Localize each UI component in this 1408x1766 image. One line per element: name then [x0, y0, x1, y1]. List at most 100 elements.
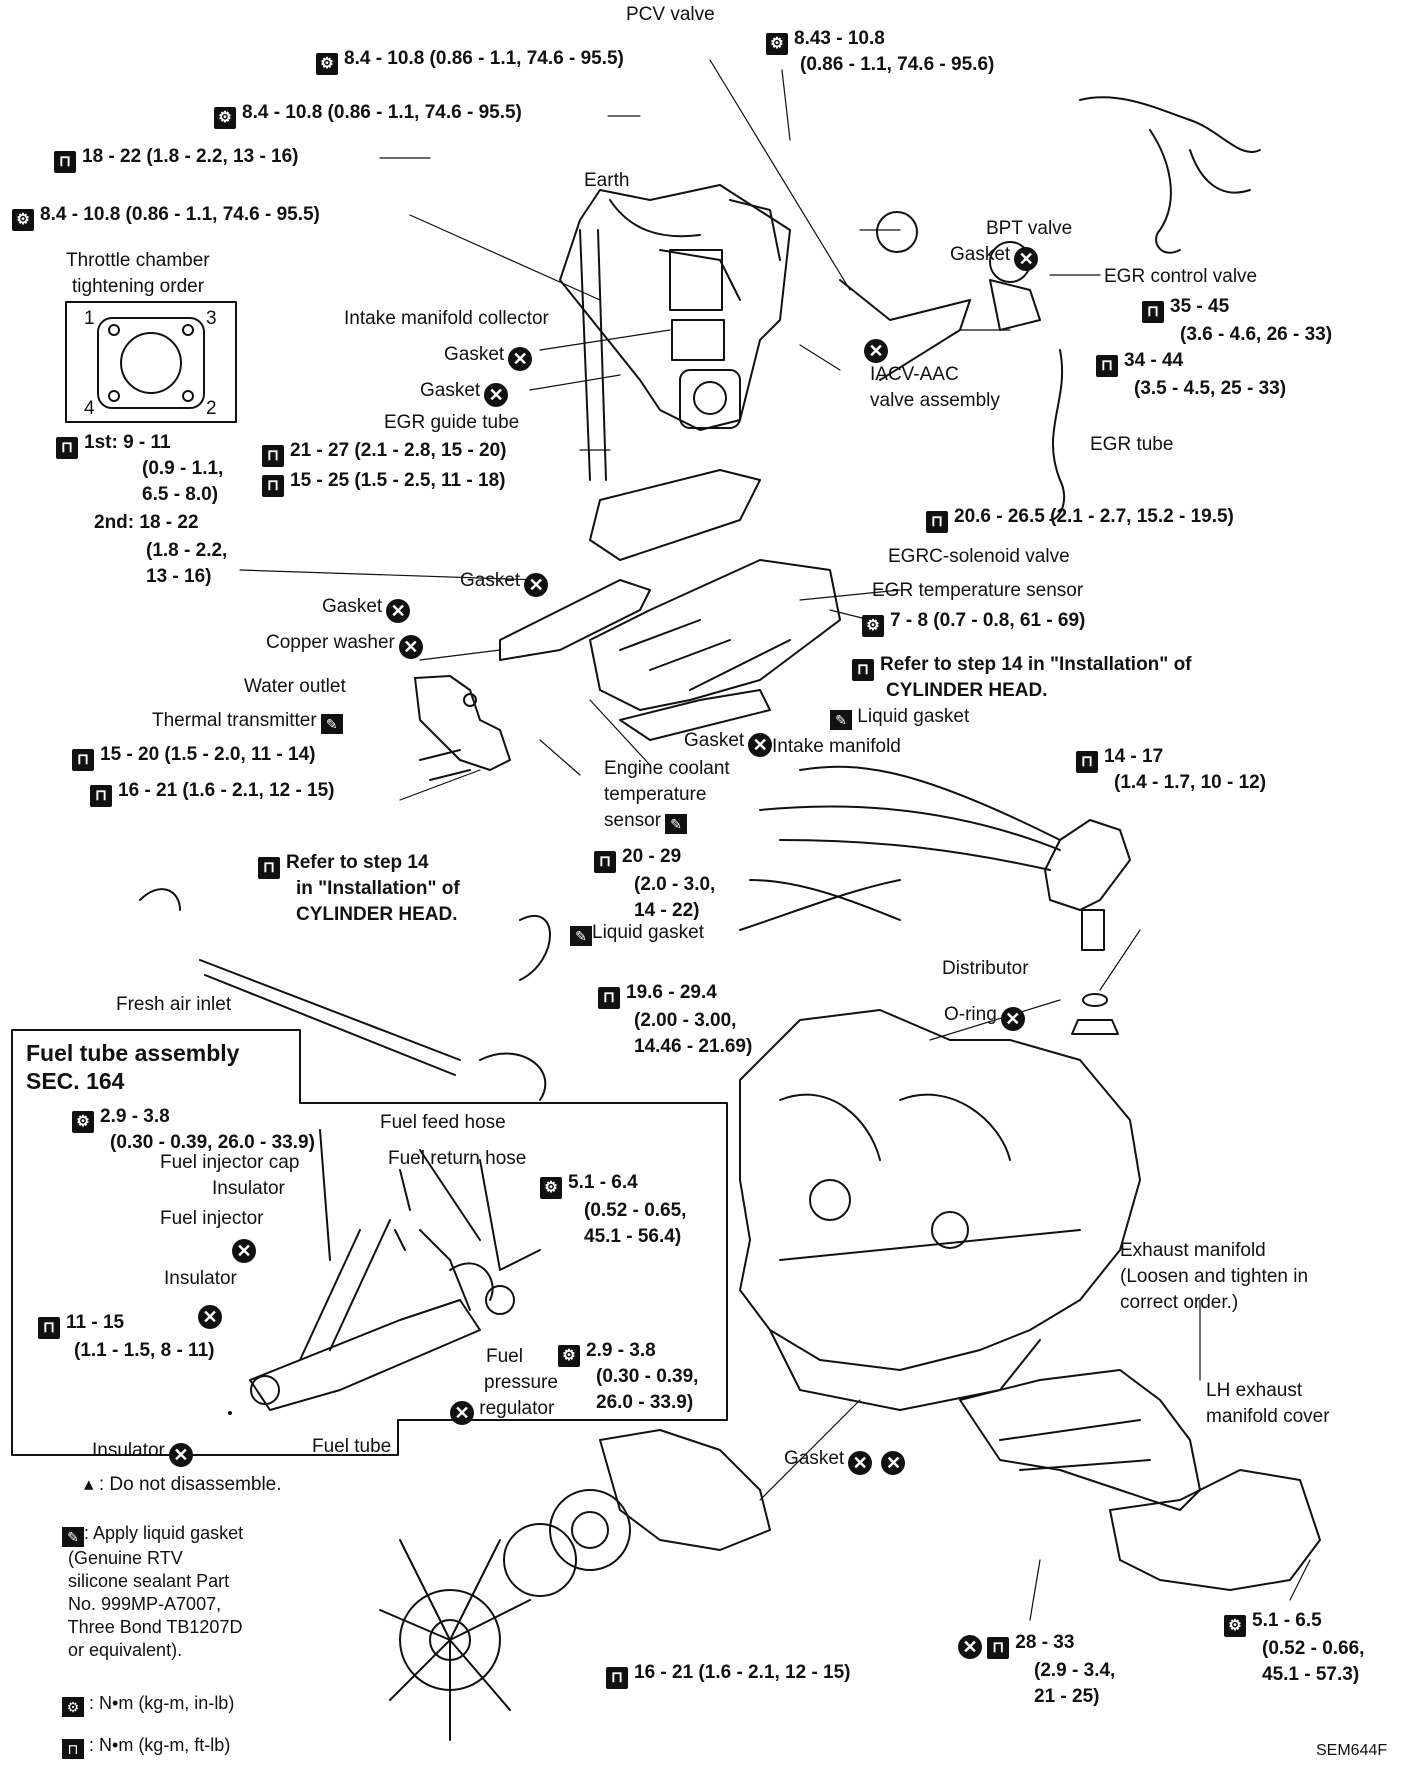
- ect-label-3: sensor✎: [604, 810, 688, 834]
- fresh-air-inlet-label: Fresh air inlet: [116, 994, 232, 1015]
- gasket-label-4: Gasket✕: [322, 596, 411, 623]
- pcv-valve-label: PCV valve: [626, 4, 715, 25]
- replace-icon: ✕: [958, 1635, 982, 1659]
- intake-manifold-drawing: [499, 469, 841, 741]
- copper-washer-label: Copper washer✕: [266, 632, 423, 659]
- fuel-pressure-label-1: Fuel: [486, 1346, 523, 1367]
- torque-spec-7: ⊓34 - 44: [1096, 350, 1183, 377]
- nm-ft-lb-icon: ⊓: [1096, 355, 1118, 377]
- torque-spec-13: ⊓16 - 21 (1.6 - 2.1, 12 - 15): [90, 780, 335, 807]
- fresh-air-inlet-drawing: [139, 888, 551, 1101]
- torque-spec-4: ⊓18 - 22 (1.8 - 2.2, 13 - 16): [54, 146, 299, 173]
- torque-spec-16b: (2.00 - 3.00,: [634, 1010, 737, 1031]
- torque-spec-22: ✕ ⊓28 - 33: [954, 1632, 1074, 1659]
- gasket-label-1: Gasket✕: [444, 344, 533, 371]
- do-not-disassemble-label: ▴ : Do not disassemble.: [84, 1474, 282, 1495]
- replace-icon: ✕: [386, 599, 411, 623]
- nm-in-lb-icon: ⚙: [12, 209, 34, 231]
- fuel-tube-label: Fuel tube: [312, 1436, 392, 1457]
- nm-in-lb-icon: ⚙: [862, 615, 884, 637]
- gasket-label-5: Gasket✕: [684, 730, 773, 757]
- throttle-2nd-spec-c: 13 - 16): [146, 566, 212, 587]
- nm-ft-lb-icon: ⊓: [38, 1317, 60, 1339]
- dot-icon: ▴: [84, 1474, 99, 1495]
- torque-spec-8: ⊓21 - 27 (2.1 - 2.8, 15 - 20): [262, 440, 507, 467]
- liquid-gasket-icon: ✎: [320, 714, 343, 734]
- engine-block-drawing: [739, 1009, 1141, 1411]
- leader-lines: [239, 59, 1311, 1621]
- torque-spec-2: ⚙8.43 - 10.8: [766, 28, 885, 55]
- lh-cover-label-2: manifold cover: [1206, 1406, 1330, 1427]
- nm-ft-lb-icon: ⊓: [54, 151, 76, 173]
- throttle-2nd-spec: 2nd: 18 - 22: [94, 512, 199, 533]
- torque-spec-21b: (0.52 - 0.66,: [1262, 1638, 1365, 1659]
- torque-spec-14b: (1.4 - 1.7, 10 - 12): [1114, 772, 1267, 793]
- wiring-harness-drawing: [1079, 96, 1261, 254]
- fuel-feed-hose-label: Fuel feed hose: [380, 1112, 506, 1133]
- torque-spec-6: ⊓35 - 45: [1142, 296, 1229, 323]
- nm-ft-lb-icon: ⊓: [62, 1739, 84, 1759]
- exhaust-manifold-label-2: (Loosen and tighten in: [1120, 1266, 1309, 1287]
- refer-cylinder-head-1b: CYLINDER HEAD.: [886, 680, 1048, 701]
- fuel-pressure-label-3: ✕ regulator: [446, 1398, 554, 1425]
- exhaust-manifold-drawing: [959, 1369, 1321, 1591]
- fuel-injector-replace: ✕: [228, 1236, 256, 1263]
- nm-in-lb-icon: ⚙: [62, 1697, 84, 1717]
- water-pump-fan-drawing: [379, 1429, 771, 1741]
- throttle-1st-spec-c: 6.5 - 8.0): [142, 484, 219, 505]
- insulator-replace: ✕: [194, 1302, 222, 1329]
- torque-spec-7b: (3.5 - 4.5, 25 - 33): [1134, 378, 1287, 399]
- nm-in-lb-icon: ⚙: [214, 107, 236, 129]
- liquid-gasket-icon: ✎: [665, 814, 688, 834]
- seq-1: 1: [84, 308, 95, 329]
- legend-liquid-gasket: ✎: Apply liquid gasket (Genuine RTV sili…: [58, 1522, 243, 1662]
- gasket-label-3: Gasket✕: [460, 570, 549, 597]
- nm-ft-lb-icon: ⊓: [72, 749, 94, 771]
- torque-spec-18b: (0.52 - 0.65,: [584, 1200, 687, 1221]
- torque-spec-5: ⚙8.4 - 10.8 (0.86 - 1.1, 74.6 - 95.5): [12, 204, 320, 231]
- torque-spec-12: ⊓15 - 20 (1.5 - 2.0, 11 - 14): [72, 744, 315, 771]
- bpt-valve-label: BPT valve: [986, 218, 1073, 239]
- torque-spec-21: ⚙5.1 - 6.5: [1224, 1610, 1322, 1637]
- torque-spec-10: ⊓20.6 - 26.5 (2.1 - 2.7, 15.2 - 19.5): [926, 506, 1234, 533]
- nm-ft-lb-icon: ⊓: [594, 851, 616, 873]
- earth-label: Earth: [584, 170, 630, 191]
- replace-icon: ✕: [450, 1401, 474, 1425]
- refer-cylinder-head-2: ⊓Refer to step 14: [258, 852, 429, 879]
- liquid-gasket-label-2: ✎Liquid gasket: [566, 922, 704, 946]
- torque-spec-2b: (0.86 - 1.1, 74.6 - 95.6): [800, 54, 995, 75]
- nm-in-lb-icon: ⚙: [1224, 1615, 1246, 1637]
- replace-icon: ✕: [881, 1451, 906, 1475]
- intake-manifold-collector-drawing: [559, 184, 791, 481]
- egr-valve-drawing: [839, 211, 1066, 521]
- nm-in-lb-icon: ⚙: [316, 53, 338, 75]
- gasket-label-exhaust: Gasket✕ ✕: [784, 1448, 906, 1475]
- torque-spec-3: ⚙8.4 - 10.8 (0.86 - 1.1, 74.6 - 95.5): [214, 102, 522, 129]
- ect-label-1: Engine coolant: [604, 758, 730, 779]
- replace-icon: ✕: [524, 573, 549, 597]
- gasket-replace-marker: ✕: [860, 336, 888, 363]
- nm-ft-lb-icon: ⊓: [90, 785, 112, 807]
- replace-icon: ✕: [1014, 247, 1039, 271]
- torque-spec-18: ⚙5.1 - 6.4: [540, 1172, 638, 1199]
- egr-temp-sensor-label: EGR temperature sensor: [872, 580, 1084, 601]
- fuel-injector-label: Fuel injector: [160, 1208, 264, 1229]
- liquid-gasket-icon: ✎: [62, 1527, 84, 1547]
- replace-icon: ✕: [168, 1443, 193, 1467]
- throttle-2nd-spec-b: (1.8 - 2.2,: [146, 540, 228, 561]
- torque-spec-20b: (0.30 - 0.39,: [596, 1366, 699, 1387]
- refer-cylinder-head-1: ⊓Refer to step 14 in "Installation" of: [852, 654, 1192, 681]
- replace-icon: ✕: [1000, 1007, 1025, 1031]
- nm-ft-lb-icon: ⊓: [598, 987, 620, 1009]
- water-outlet-label: Water outlet: [244, 676, 346, 697]
- torque-spec-15b: (2.0 - 3.0,: [634, 874, 716, 895]
- replace-icon: ✕: [398, 635, 423, 659]
- torque-spec-19: ⊓11 - 15: [38, 1312, 124, 1339]
- thermal-transmitter-label: Thermal transmitter✎: [152, 710, 343, 734]
- iacv-label-2: valve assembly: [870, 390, 1000, 411]
- torque-spec-17b: (0.30 - 0.39, 26.0 - 33.9): [110, 1132, 315, 1153]
- torque-spec-15c: 14 - 22): [634, 900, 700, 921]
- fuel-box-title-2: SEC. 164: [26, 1068, 125, 1094]
- torque-spec-21c: 45.1 - 57.3): [1262, 1664, 1360, 1685]
- replace-icon: ✕: [232, 1239, 256, 1263]
